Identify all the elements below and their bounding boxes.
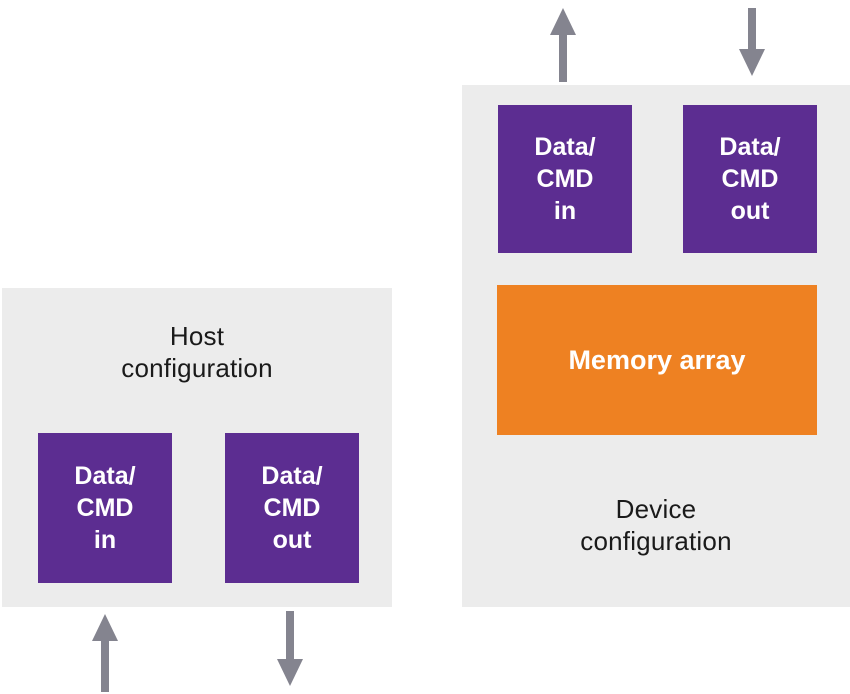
arrow-down-head: [277, 659, 303, 686]
arrow-shaft: [101, 641, 109, 692]
arrow-up-head: [92, 614, 118, 641]
box-label-line3: in: [553, 197, 577, 225]
box-label-line3: out: [730, 197, 770, 225]
box-label-line2: CMD: [721, 165, 779, 193]
host-data-cmd-out-box: Data/ CMD out: [225, 433, 359, 583]
arrow-up-icon: [92, 614, 118, 692]
box-label-line2: CMD: [263, 494, 321, 522]
box-label-line1: Data/: [534, 133, 596, 161]
host-title-line1: Host: [169, 321, 225, 351]
host-data-cmd-in-box: Data/ CMD in: [38, 433, 172, 583]
box-label-line2: CMD: [536, 165, 594, 193]
device-data-cmd-in-box: Data/ CMD in: [498, 105, 632, 253]
arrow-down-head: [739, 49, 765, 76]
device-title-line1: Device: [615, 494, 697, 524]
arrow-up-icon: [550, 8, 576, 82]
host-configuration-block: Host configuration Data/ CMD in Data/ CM…: [2, 288, 392, 607]
host-block-title: Host configuration: [2, 320, 392, 384]
device-data-cmd-out-box: Data/ CMD out: [683, 105, 817, 253]
device-title-line2: configuration: [580, 526, 732, 556]
box-label-line1: Data/: [261, 462, 323, 490]
box-label-line1: Data/: [74, 462, 136, 490]
device-configuration-block: Data/ CMD in Data/ CMD out Memory array …: [462, 85, 850, 607]
arrow-shaft: [748, 8, 756, 49]
arrow-shaft: [286, 611, 294, 659]
box-label-line2: CMD: [76, 494, 134, 522]
device-block-title: Device configuration: [462, 493, 850, 557]
host-title-line2: configuration: [121, 353, 273, 383]
arrow-down-icon: [277, 611, 303, 686]
arrow-up-head: [550, 8, 576, 35]
box-label-line3: in: [93, 526, 117, 554]
box-label-line1: Data/: [719, 133, 781, 161]
memory-array-box: Memory array: [497, 285, 817, 435]
box-label-line3: out: [272, 526, 312, 554]
arrow-shaft: [559, 35, 567, 82]
arrow-down-icon: [739, 8, 765, 76]
memory-array-label: Memory array: [568, 344, 746, 375]
